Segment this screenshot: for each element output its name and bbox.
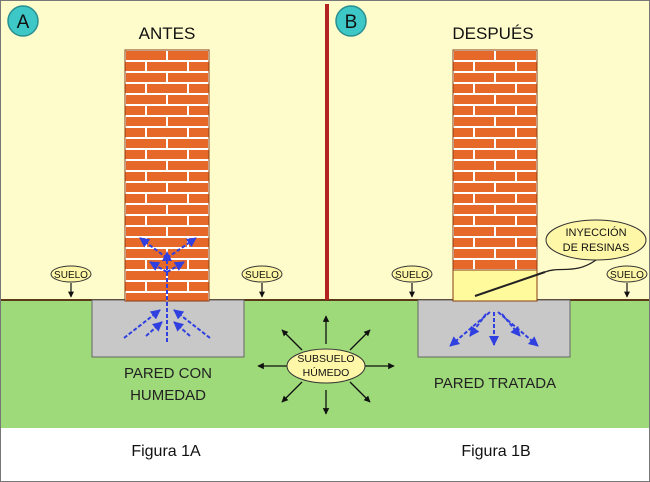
subsoil-label-line2: HÚMEDO: [303, 366, 350, 379]
injection-label-bubble: [545, 219, 647, 261]
figure-caption-a: Figura 1A: [131, 443, 201, 460]
soil-label-b-right: [606, 265, 648, 283]
subsoil-label-line1: SUBSUELO: [297, 353, 354, 365]
soil-label-a-right-text: SUELO: [245, 270, 279, 281]
wall-caption-a-line1: PARED CON: [124, 365, 212, 382]
injection-label-line2: DE RESINAS: [563, 242, 630, 254]
panel-a: A ANTES SUELO SUELO PARED CON HUMEDAD: [7, 5, 283, 404]
wall-caption-a-line2: HUMEDAD: [130, 387, 206, 404]
injection-needle: [474, 271, 546, 297]
badge-a: [7, 5, 39, 37]
wall-caption-b: PARED TRATADA: [434, 375, 556, 392]
badge-b-label: B: [345, 12, 358, 33]
brick-wall-b: [452, 49, 538, 302]
moisture-arrows-b: [449, 311, 539, 347]
subsoil-indicator: SUBSUELO HÚMEDO: [257, 315, 395, 415]
moisture-arrows-a: [123, 237, 211, 342]
badge-b: [335, 5, 367, 37]
subsoil-label-bubble: [286, 348, 366, 384]
soil-label-a-right: [241, 265, 283, 283]
badge-a-label: A: [17, 12, 30, 33]
panel-a-heading: ANTES: [139, 24, 196, 43]
soil-label-a-left-text: SUELO: [54, 270, 88, 281]
figure-caption-b: Figura 1B: [461, 443, 530, 460]
soil-label-b-right-text: SUELO: [610, 270, 644, 281]
soil-label-a-left: [50, 265, 92, 283]
injection-label-line1: INYECCIÓN: [565, 226, 626, 239]
footing-b: [417, 299, 571, 358]
resin-barrier-zone: [452, 269, 538, 302]
soil-label-b-left-text: SUELO: [395, 270, 429, 281]
panel-divider: [325, 4, 329, 300]
soil-label-b-left: [391, 265, 433, 283]
panel-b: B DESPUÉS INYECCIÓN DE RESINAS SUELO SUE…: [335, 5, 648, 392]
panel-b-heading: DESPUÉS: [452, 24, 533, 43]
injection-leader-line: [544, 259, 597, 273]
